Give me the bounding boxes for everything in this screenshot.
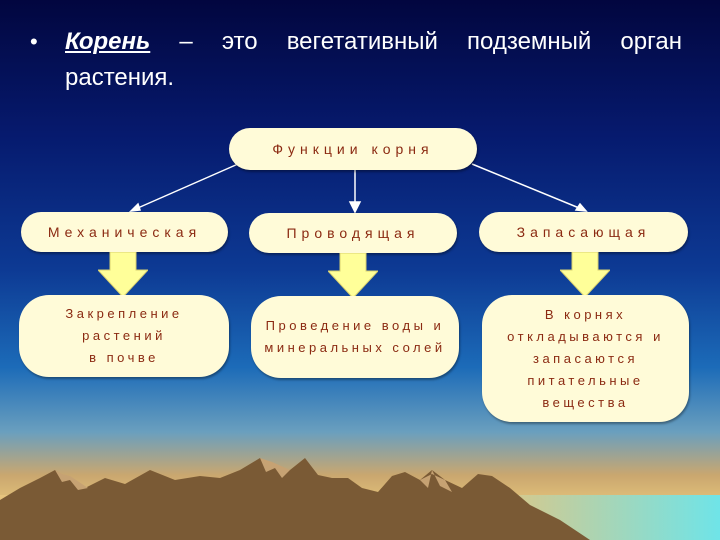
word-vegetative: вегетативный: [287, 24, 438, 60]
description-line: откладываются и: [492, 326, 679, 348]
function-label-conducting: Проводящая: [286, 225, 419, 241]
root-node-label: Функции корня: [272, 141, 433, 157]
down-arrow-mechanical: [98, 252, 148, 297]
description-line: Закрепление растений: [29, 303, 219, 347]
word-eto: это: [222, 24, 258, 60]
bullet-line-1: Корень – это вегетативный подземный орга…: [65, 24, 682, 60]
description-line: в почве: [29, 347, 219, 369]
bullet-line-2: растения.: [65, 60, 682, 96]
function-node-mechanical: Механическая: [21, 212, 228, 252]
function-node-storage: Запасающая: [479, 212, 688, 252]
mountains: [0, 458, 590, 540]
term-root: Корень: [65, 24, 150, 60]
function-node-conducting: Проводящая: [249, 213, 457, 253]
bullet-dot: •: [30, 24, 38, 60]
connector-lines: [131, 164, 586, 212]
down-arrow-storage: [560, 252, 610, 297]
description-line: В корнях: [492, 304, 679, 326]
description-node-mechanical: Закрепление растений в почве: [19, 295, 229, 377]
description-line: Проведение воды и: [264, 315, 445, 337]
word-organ: орган: [620, 24, 682, 60]
root-node: Функции корня: [229, 128, 477, 170]
word-underground: подземный: [467, 24, 591, 60]
function-label-storage: Запасающая: [517, 224, 651, 240]
description-node-conducting: Проведение воды и минеральных солей: [251, 296, 459, 378]
word-dash: –: [179, 24, 192, 60]
description-line: запасаются: [492, 348, 679, 370]
function-label-mechanical: Механическая: [48, 224, 201, 240]
description-line: минеральных солей: [264, 337, 445, 359]
description-node-storage: В корнях откладываются и запасаются пита…: [482, 295, 689, 422]
description-line: питательные вещества: [492, 370, 679, 414]
down-arrow-conducting: [328, 253, 378, 298]
bullet-text: Корень – это вегетативный подземный орга…: [65, 24, 682, 96]
